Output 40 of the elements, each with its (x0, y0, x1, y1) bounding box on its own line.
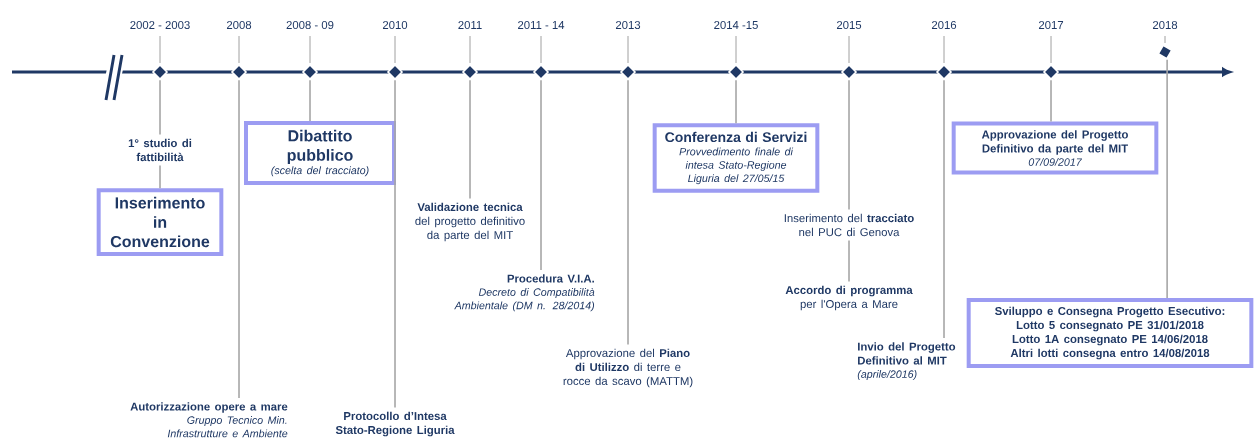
event-text: Autorizzazione opere a mare Gruppo Tecnico Min. Infrastrutture e Ambiente (130, 402, 288, 438)
year-label: 2013 (615, 21, 641, 29)
connector-line (469, 79, 471, 200)
event-text: Procedura V.I.A. Decreto di Compatibilità Ambientale (DM n. 28/2014) (454, 274, 595, 312)
year-label: 2017 (1038, 21, 1064, 29)
connector-line (309, 79, 311, 122)
event-text: Accordo di programma per l'Opera a Mare (785, 285, 913, 311)
year-label: 2011 - 14 (518, 21, 565, 29)
connector-line (848, 79, 850, 211)
connector-line (735, 79, 737, 124)
event-box: Inserimento in Convenzione (96, 188, 224, 256)
event-text: 1° studio di fattibilità (128, 138, 192, 162)
year-label: 2008 (226, 21, 252, 29)
year-label: 2018 (1152, 21, 1178, 29)
event-text: Protocollo d’Intesa Stato-Regione Liguria (335, 411, 455, 437)
event-box: Approvazione del Progetto Definitivo da parte del MIT 07/09/2017 (951, 121, 1159, 175)
event-text: Approvazione del Piano di Utilizzo di terre e rocce da scavo (MATTM) (563, 348, 693, 388)
event-box: Sviluppo e Consegna Progetto Esecutivo: Lotto 5 consegnato PE 31/01/2018 Lotto 1A consegnato PE 14/06/2018 Altri lotti consegna entro 14/08/2018 (966, 298, 1254, 368)
connector-line (238, 79, 240, 399)
event-box: Dibattito pubblico (scelta del tracciato) (244, 121, 396, 185)
connector-line (627, 79, 629, 346)
year-label: 2008 - 09 (286, 21, 334, 29)
connector-line (1050, 79, 1052, 123)
connector-line (848, 239, 850, 283)
event-text: Invio del Progetto Definitivo al MIT (aprile/2016) (857, 342, 956, 381)
connector-line (540, 79, 542, 271)
year-label: 2014 -15 (714, 21, 758, 29)
connector-line (159, 79, 161, 136)
connector-line (1166, 59, 1168, 299)
year-label: 2010 (382, 21, 408, 29)
year-label: 2015 (836, 21, 862, 29)
year-label: 2011 (458, 21, 482, 29)
event-text: Inserimento del tracciato nel PUC di Genova (784, 213, 914, 237)
year-label: 2002 - 2003 (130, 21, 190, 29)
connector-line (943, 79, 945, 339)
connector-line (394, 79, 396, 409)
connector-line (159, 164, 161, 189)
year-label: 2016 (931, 21, 957, 29)
event-text: Validazione tecnica del progetto definitivo da parte del MIT (415, 202, 525, 242)
event-box: Conferenza di Servizi Provvedimento finale di intesa Stato-Regione Liguria del 27/05/15 (652, 123, 820, 193)
